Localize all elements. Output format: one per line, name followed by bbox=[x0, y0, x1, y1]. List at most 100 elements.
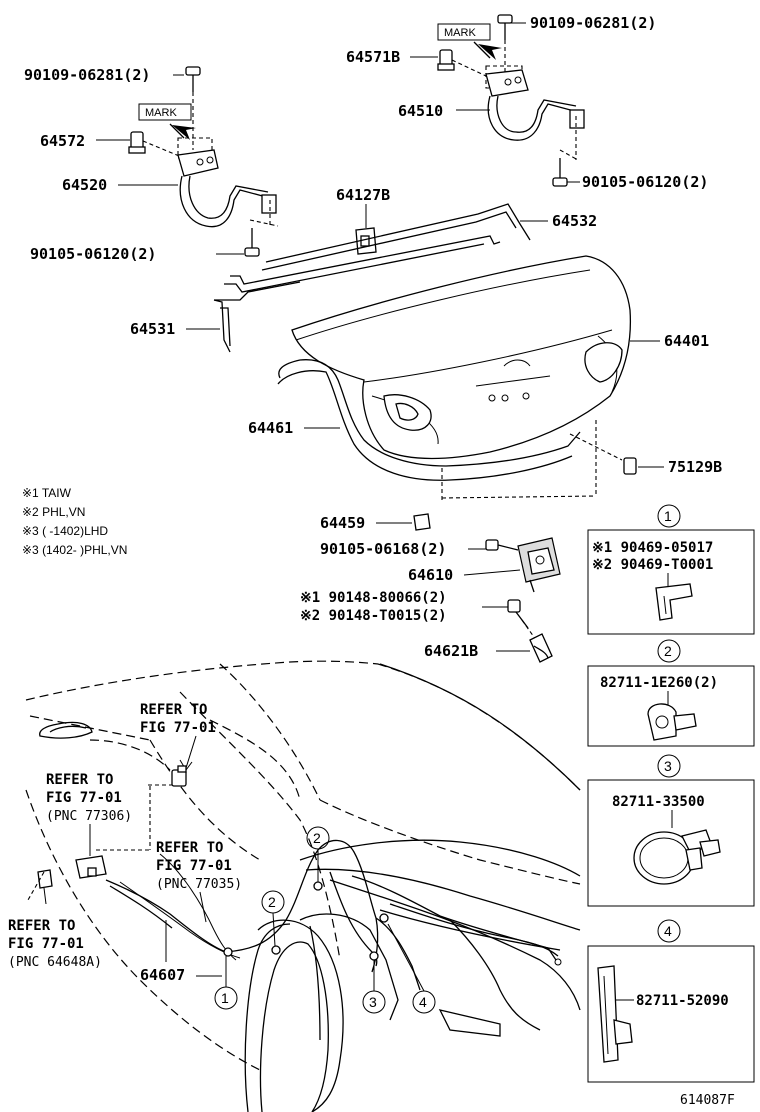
detail-part: ※2 90469-T0001 bbox=[592, 557, 713, 573]
detail-part: ※1 90469-05017 bbox=[592, 540, 713, 556]
label-64401: 64401 bbox=[664, 332, 709, 350]
note-2: ※2 PHL,VN bbox=[22, 505, 85, 519]
refer-line2: FIG 77-01 bbox=[46, 790, 122, 806]
label-64621b: 64621B bbox=[424, 642, 478, 660]
bolt-icon bbox=[244, 228, 260, 257]
callout-circle bbox=[657, 754, 681, 778]
label-64510: 64510 bbox=[398, 102, 443, 120]
callout-number: 2 bbox=[313, 830, 321, 846]
dash-box bbox=[485, 65, 523, 89]
hinge-icon bbox=[177, 149, 277, 228]
refer-line1: REFER TO bbox=[140, 702, 207, 718]
bolt-icon bbox=[497, 14, 513, 40]
detail-box-4: 4 82711-52090 bbox=[587, 919, 755, 1083]
label-90105-06168: 90105-06168(2) bbox=[320, 540, 446, 558]
harness-callouts: 1 2 2 3 4 bbox=[214, 826, 436, 1014]
label-bolt-alt2: ※2 90148-T0015(2) bbox=[300, 608, 447, 624]
bolt-icon bbox=[507, 599, 529, 629]
clip-icon bbox=[655, 583, 693, 621]
detail-frame bbox=[587, 945, 755, 1083]
arrow-shaft bbox=[169, 123, 185, 139]
clip-dot bbox=[271, 945, 281, 955]
label-bolt-alt1: ※1 90148-80066(2) bbox=[300, 590, 447, 606]
refer-line3: (PNC 77306) bbox=[46, 809, 132, 824]
detail-frame bbox=[587, 779, 755, 907]
clamp-icon bbox=[647, 703, 697, 741]
leader-line bbox=[185, 735, 197, 769]
leader-line bbox=[387, 923, 425, 992]
hinge-icon bbox=[485, 69, 585, 141]
refer-top: REFER TO FIG 77-01 bbox=[140, 702, 216, 769]
dash-line bbox=[451, 59, 487, 77]
dash-line bbox=[559, 149, 579, 161]
detail-box-1: 1 ※1 90469-05017 ※2 90469-T0001 bbox=[587, 504, 755, 635]
cushion-icon bbox=[623, 457, 637, 475]
screw-icon bbox=[485, 539, 519, 551]
label-64461: 64461 bbox=[248, 419, 293, 437]
detail-part: 82711-52090 bbox=[636, 993, 729, 1009]
dash-line bbox=[27, 871, 45, 901]
weatherstrip-icon bbox=[277, 359, 581, 481]
torsion-rod-icon bbox=[213, 281, 301, 353]
clip-icon bbox=[597, 965, 633, 1063]
refer-mid: REFER TO FIG 77-01 (PNC 77306) bbox=[46, 772, 132, 856]
label-90105-left: 90105-06120(2) bbox=[30, 245, 156, 263]
refer-line1: REFER TO bbox=[46, 772, 113, 788]
detail-box-2: 2 82711-1E260(2) bbox=[587, 639, 755, 747]
bolt-icon bbox=[552, 158, 568, 187]
torsion-rod-icon bbox=[224, 203, 531, 293]
detail-part: 82711-33500 bbox=[612, 794, 705, 810]
label-64532: 64532 bbox=[552, 212, 597, 230]
refer-line2: FIG 77-01 bbox=[156, 858, 232, 874]
label-64520: 64520 bbox=[62, 176, 107, 194]
refer-line1: REFER TO bbox=[8, 918, 75, 934]
detail-frame bbox=[587, 529, 755, 635]
diagram-code: 614087F bbox=[680, 1093, 735, 1108]
detail-box-3: 3 82711-33500 bbox=[587, 754, 755, 907]
mark-label-left: MARK bbox=[145, 107, 177, 119]
detail-index: 1 bbox=[664, 508, 672, 524]
label-64127b: 64127B bbox=[336, 186, 390, 204]
striker-icon bbox=[529, 633, 553, 663]
dash-line bbox=[249, 219, 279, 227]
label-75129b: 75129B bbox=[668, 458, 722, 476]
label-90109-left: 90109-06281(2) bbox=[24, 66, 150, 84]
callout-number: 3 bbox=[369, 994, 377, 1010]
refer-line2: FIG 77-01 bbox=[8, 936, 84, 952]
refer-line1: REFER TO bbox=[156, 840, 223, 856]
clip-dot bbox=[313, 881, 323, 891]
note-3: ※3 ( -1402)LHD bbox=[22, 524, 108, 538]
refer-line3: (PNC 77035) bbox=[156, 877, 242, 892]
label-64572: 64572 bbox=[40, 132, 85, 150]
label-64531: 64531 bbox=[130, 320, 175, 338]
dash-line bbox=[521, 619, 537, 641]
dash-line bbox=[569, 433, 623, 461]
band-clamp-icon bbox=[633, 829, 721, 885]
note-1: ※1 TAIW bbox=[22, 486, 72, 500]
clip-dot bbox=[223, 947, 233, 957]
arrow-shaft bbox=[473, 41, 491, 59]
connector-icon bbox=[171, 765, 187, 787]
detail-index: 3 bbox=[664, 758, 672, 774]
callout-circle bbox=[657, 639, 681, 663]
clip-dot bbox=[379, 913, 389, 923]
mark-box-left bbox=[138, 103, 192, 121]
notes-group: ※1 TAIW ※2 PHL,VN ※3 ( -1402)LHD ※3 (140… bbox=[22, 486, 127, 557]
refer-line2: FIG 77-01 bbox=[140, 720, 216, 736]
trunk-lid-icon bbox=[291, 255, 632, 460]
label-64607: 64607 bbox=[140, 966, 185, 984]
lock-group: 90105-06168(2) 64610 ※1 90148-80066(2) ※… bbox=[300, 537, 561, 663]
connector-icon bbox=[37, 869, 53, 905]
arrow-icon bbox=[478, 44, 502, 60]
bumper-icon bbox=[437, 49, 455, 71]
leader-line bbox=[463, 569, 521, 576]
car-body-illustration bbox=[25, 660, 581, 1112]
detail-frame bbox=[587, 665, 755, 747]
cushion-icon bbox=[413, 513, 431, 531]
bumper-icon bbox=[128, 131, 146, 154]
refer-left: REFER TO FIG 77-01 (PNC 64648A) bbox=[8, 918, 102, 970]
detail-index: 4 bbox=[664, 923, 672, 939]
callout-number: 4 bbox=[419, 994, 427, 1010]
callout-circle bbox=[657, 919, 681, 943]
label-90105-right: 90105-06120(2) bbox=[582, 173, 708, 191]
